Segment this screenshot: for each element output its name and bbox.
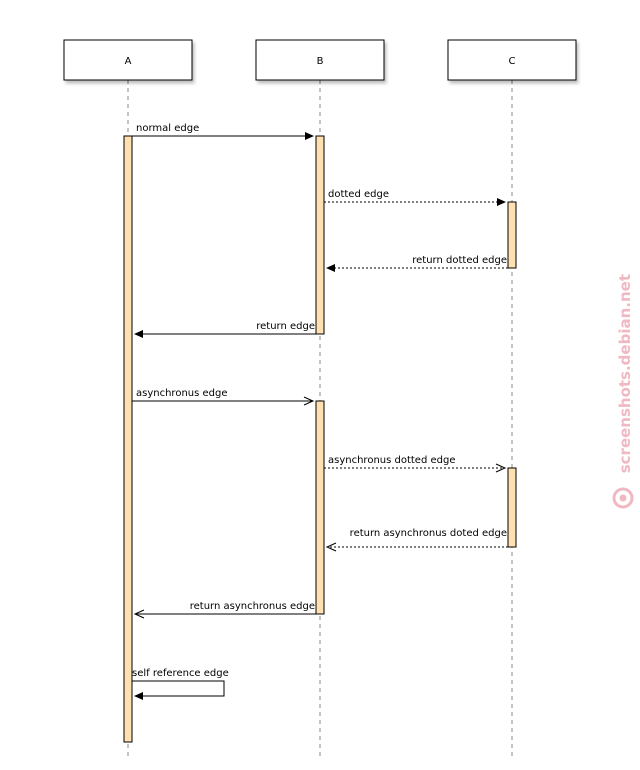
filled-arrowhead — [134, 330, 143, 338]
message-self-reference-edge: self reference edge — [132, 668, 229, 700]
message-label: return asynchronus doted edge — [350, 528, 507, 539]
activation-bars — [123, 135, 517, 743]
message-label: normal edge — [136, 123, 199, 134]
watermark-text: screenshots.debian.net — [616, 274, 634, 473]
message-return-edge: return edge — [134, 321, 316, 338]
participant-c-label: C — [509, 56, 516, 67]
participant-c: C — [447, 39, 577, 81]
message-label: return dotted edge — [412, 255, 507, 266]
message-return-asynchronus-doted-edge: return asynchronus doted edge — [325, 528, 508, 552]
message-dotted-edge: dotted edge — [324, 189, 506, 206]
activation-b-2 — [315, 400, 325, 615]
open-arrowhead — [325, 542, 337, 552]
filled-arrowhead — [134, 692, 143, 700]
open-arrowhead — [303, 396, 315, 406]
message-label: asynchronus edge — [136, 388, 228, 399]
message-label: return asynchronus edge — [190, 601, 315, 612]
message-asynchronus-dotted-edge: asynchronus dotted edge — [324, 455, 507, 473]
participant-a-label: A — [125, 56, 132, 67]
message-label: dotted edge — [328, 189, 389, 200]
message-return-dotted-edge: return dotted edge — [326, 255, 508, 272]
debian-swirl-icon — [612, 487, 634, 509]
open-arrowhead — [133, 609, 145, 619]
message-normal-edge: normal edge — [132, 123, 314, 140]
activation-c-2 — [507, 467, 517, 548]
watermark: screenshots.debian.net — [612, 274, 634, 509]
filled-arrowhead — [497, 198, 506, 206]
activation-c-1 — [507, 201, 517, 269]
filled-arrowhead — [326, 264, 335, 272]
message-return-asynchronus-edge: return asynchronus edge — [133, 601, 316, 619]
activation-b-1 — [315, 135, 325, 335]
filled-arrowhead — [305, 132, 314, 140]
message-label: return edge — [256, 321, 315, 332]
activation-a — [123, 135, 133, 743]
open-arrowhead — [495, 463, 507, 473]
message-asynchronus-edge: asynchronus edge — [132, 388, 315, 406]
message-label: self reference edge — [132, 668, 229, 679]
participant-a: A — [63, 39, 193, 81]
message-label: asynchronus dotted edge — [328, 455, 456, 466]
participant-b-label: B — [317, 56, 324, 67]
participant-b: B — [255, 39, 385, 81]
